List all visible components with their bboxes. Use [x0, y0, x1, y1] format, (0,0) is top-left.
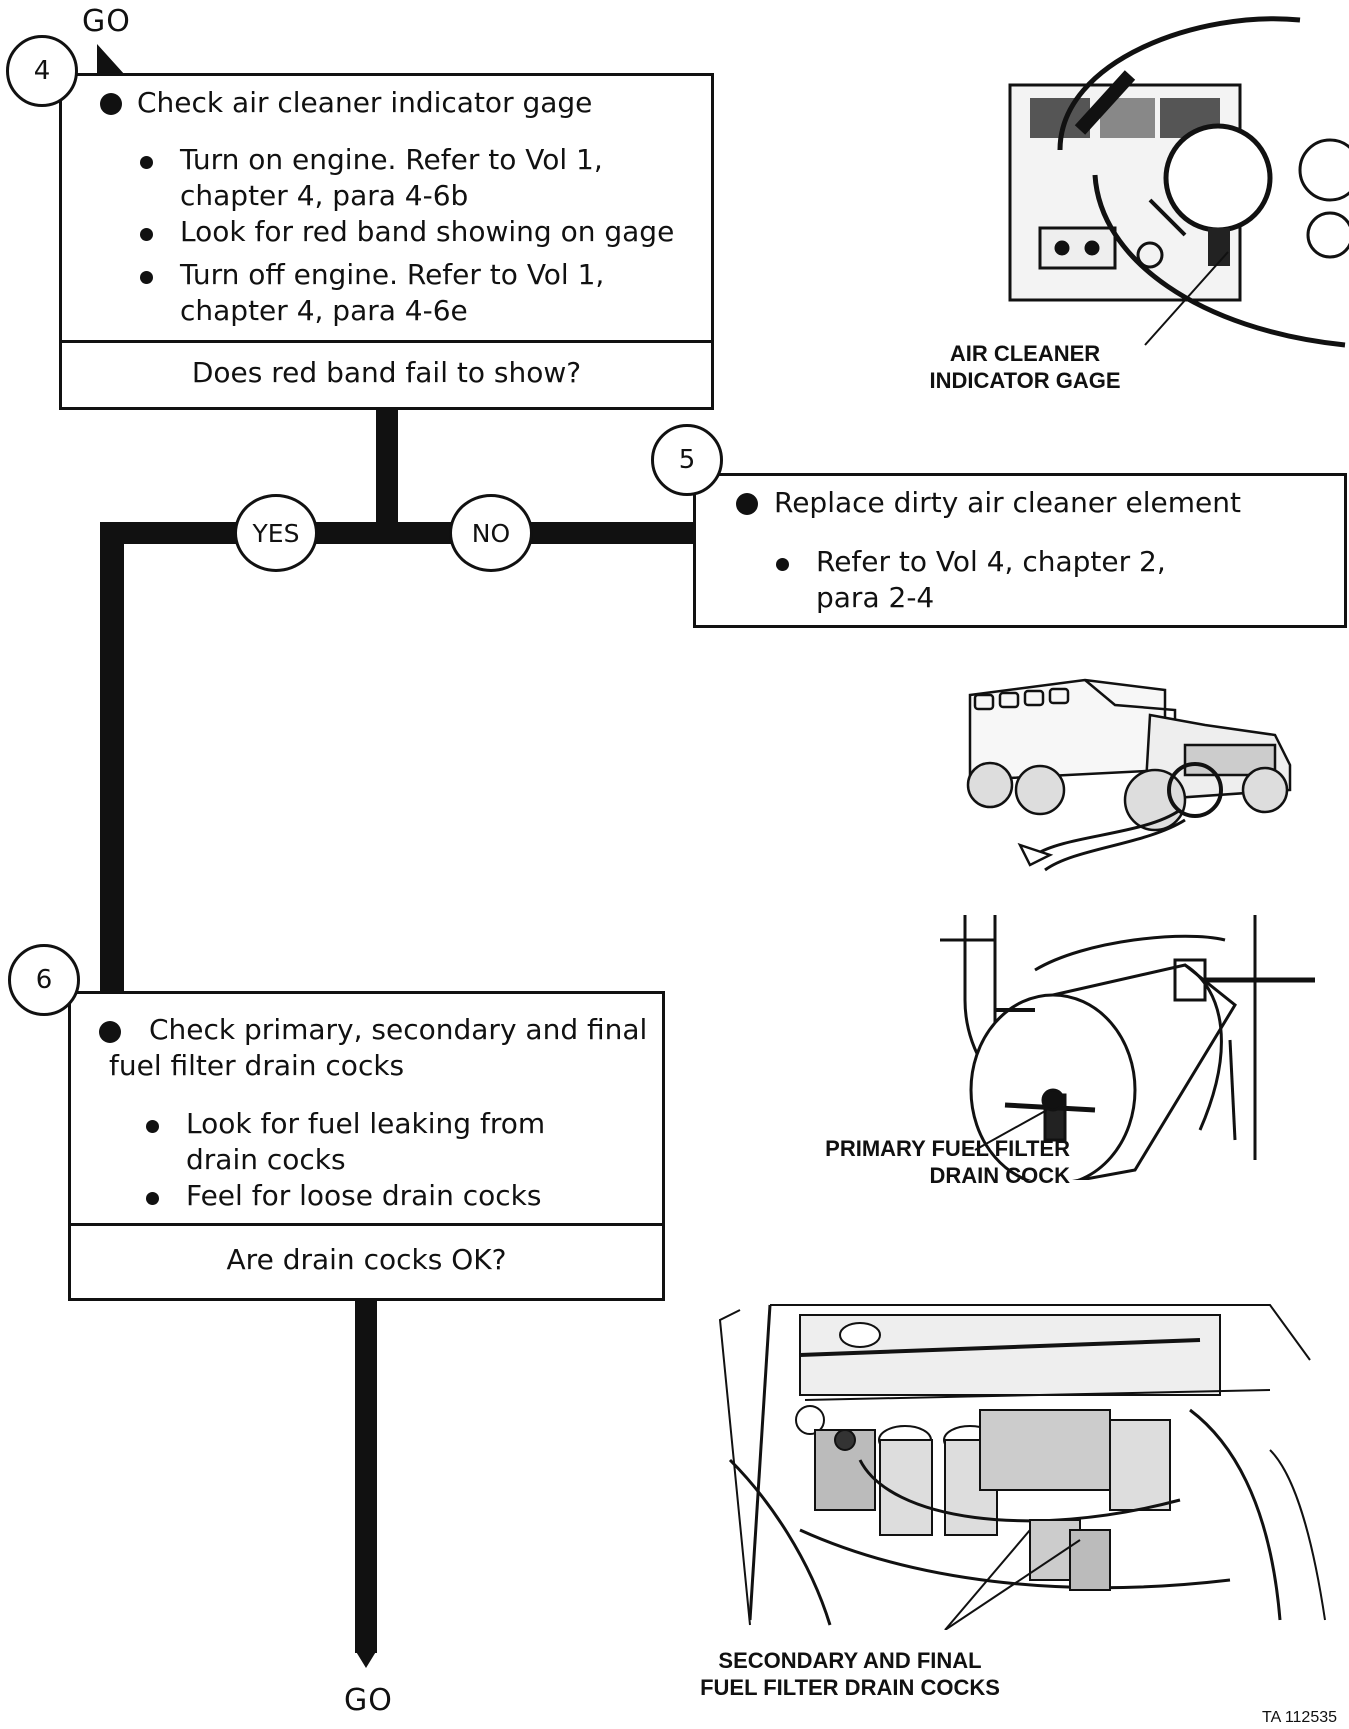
truck-illustration — [966, 678, 1292, 872]
air-cleaner-gage-label-line-2: INDICATOR GAGE — [929, 368, 1121, 393]
air-cleaner-gage-label: AIR CLEANER INDICATOR GAGE — [925, 340, 1125, 394]
step-4-sub-bullet-2 — [140, 228, 153, 241]
secondary-final-filter-label-line-1: SECONDARY AND FINAL — [718, 1648, 982, 1673]
primary-fuel-filter-illustration — [940, 915, 1315, 1180]
step-4-sub-3-line-2: chapter 4, para 4-6e — [180, 294, 468, 327]
go-label-bottom: GO — [344, 1683, 393, 1718]
step-5-sub-bullet-1 — [776, 558, 789, 571]
step-6-sub-1-line-2: drain cocks — [186, 1143, 346, 1176]
branch-no-circle: NO — [449, 494, 533, 572]
secondary-final-filter-label: SECONDARY AND FINAL FUEL FILTER DRAIN CO… — [665, 1647, 1035, 1701]
step-4-question: Does red band fail to show? — [62, 340, 711, 407]
step-6-sub-1-line-1: Look for fuel leaking from — [186, 1107, 546, 1140]
engine-compartment-illustration — [718, 1304, 1326, 1630]
branch-yes-circle: YES — [234, 494, 318, 572]
dashboard-illustration — [1008, 16, 1349, 348]
step-4-number-circle: 4 — [6, 35, 78, 107]
step-4-sub-3-line-1: Turn off engine. Refer to Vol 1, — [180, 258, 605, 291]
step-6-question: Are drain cocks OK? — [71, 1223, 662, 1298]
step-6-main-text-line-2: fuel filter drain cocks — [109, 1049, 405, 1082]
step-4-sub-bullet-3 — [140, 271, 153, 284]
step-6-box: Check primary, secondary and final fuel … — [68, 991, 665, 1301]
go-label-top: GO — [82, 4, 131, 39]
step-6-main-text-line-1: Check primary, secondary and final — [149, 1013, 648, 1046]
connector-branch-horizontal — [100, 522, 700, 544]
figure-number: TA 112535 — [1262, 1709, 1338, 1726]
step-4-box: Check air cleaner indicator gage Turn on… — [59, 73, 714, 410]
step-5-sub-1-line-1: Refer to Vol 4, chapter 2, — [816, 545, 1166, 578]
step-4-sub-2-line-1: Look for red band showing on gage — [180, 215, 675, 248]
step-4-sub-1-line-1: Turn on engine. Refer to Vol 1, — [180, 143, 603, 176]
step-4-main-bullet — [100, 93, 122, 115]
primary-fuel-filter-label-line-1: PRIMARY FUEL FILTER — [825, 1136, 1070, 1161]
secondary-final-filter-label-line-2: FUEL FILTER DRAIN COCKS — [700, 1675, 1000, 1700]
step-4-sub-bullet-1 — [140, 156, 153, 169]
step-5-main-bullet — [736, 493, 758, 515]
connector-trunk-step4 — [376, 407, 398, 542]
step-6-main-bullet — [99, 1021, 121, 1043]
step-5-box: Replace dirty air cleaner element Refer … — [693, 473, 1347, 628]
step-6-number-circle: 6 — [8, 944, 80, 1016]
primary-fuel-filter-label: PRIMARY FUEL FILTER DRAIN COCK — [770, 1135, 1070, 1189]
step-6-sub-bullet-2 — [146, 1192, 159, 1205]
step-4-sub-1-line-2: chapter 4, para 4-6b — [180, 179, 469, 212]
connector-yes-vertical — [100, 522, 124, 997]
step-5-main-text: Replace dirty air cleaner element — [774, 486, 1241, 519]
step-4-main-text: Check air cleaner indicator gage — [137, 86, 593, 119]
step-5-number-circle: 5 — [651, 424, 723, 496]
connector-bottom-taper — [355, 1650, 377, 1668]
go-top-flag — [97, 44, 125, 75]
step-6-sub-bullet-1 — [146, 1120, 159, 1133]
step-6-sub-2-line-1: Feel for loose drain cocks — [186, 1179, 542, 1212]
connector-trunk-step6 — [355, 1298, 377, 1653]
step-5-sub-1-line-2: para 2-4 — [816, 581, 935, 614]
air-cleaner-gage-label-line-1: AIR CLEANER — [949, 341, 1101, 366]
primary-fuel-filter-label-line-2: DRAIN COCK — [929, 1163, 1070, 1188]
